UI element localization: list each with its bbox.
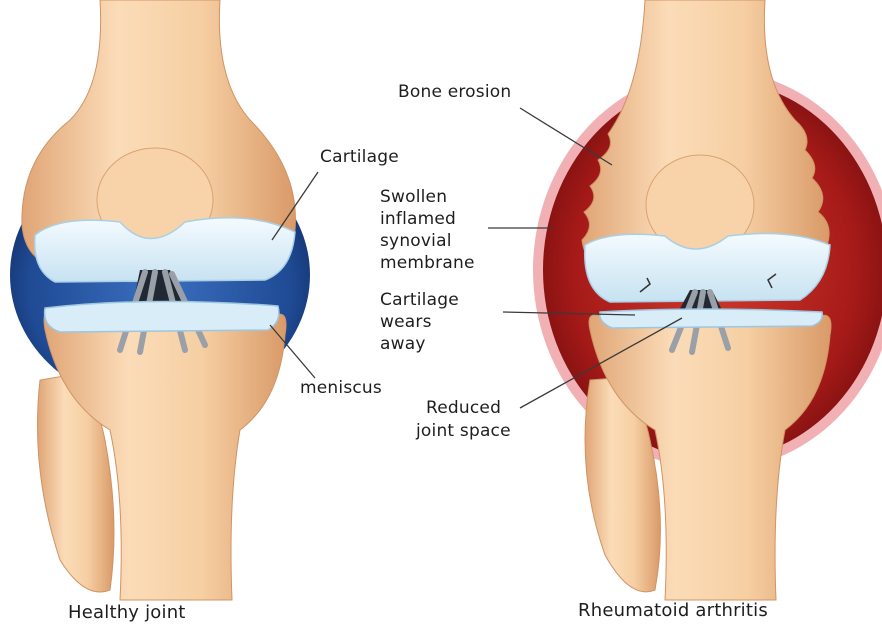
label-swollen-line1: Swollen bbox=[380, 187, 447, 208]
label-cartilage: Cartilage bbox=[320, 147, 399, 168]
caption-healthy-joint: Healthy joint bbox=[68, 602, 186, 623]
label-bone-erosion: Bone erosion bbox=[398, 82, 511, 103]
ra-joint-illustration bbox=[533, 0, 882, 600]
label-cartilage-wears-line2: wears bbox=[380, 312, 432, 333]
label-reduced-line1: Reduced bbox=[426, 398, 501, 419]
label-swollen-line4: membrane bbox=[380, 253, 475, 274]
label-swollen-line2: inflamed bbox=[380, 209, 456, 230]
label-reduced-line2: joint space bbox=[416, 421, 511, 442]
healthy-meniscus bbox=[45, 301, 279, 332]
label-cartilage-wears-line3: away bbox=[380, 334, 426, 355]
label-swollen-line3: synovial bbox=[380, 231, 452, 252]
ra-tibial-cartilage bbox=[600, 309, 823, 328]
caption-rheumatoid-arthritis: Rheumatoid arthritis bbox=[578, 600, 768, 621]
label-meniscus: meniscus bbox=[300, 378, 382, 399]
label-cartilage-wears-line1: Cartilage bbox=[380, 290, 459, 311]
healthy-joint-illustration bbox=[10, 0, 310, 600]
